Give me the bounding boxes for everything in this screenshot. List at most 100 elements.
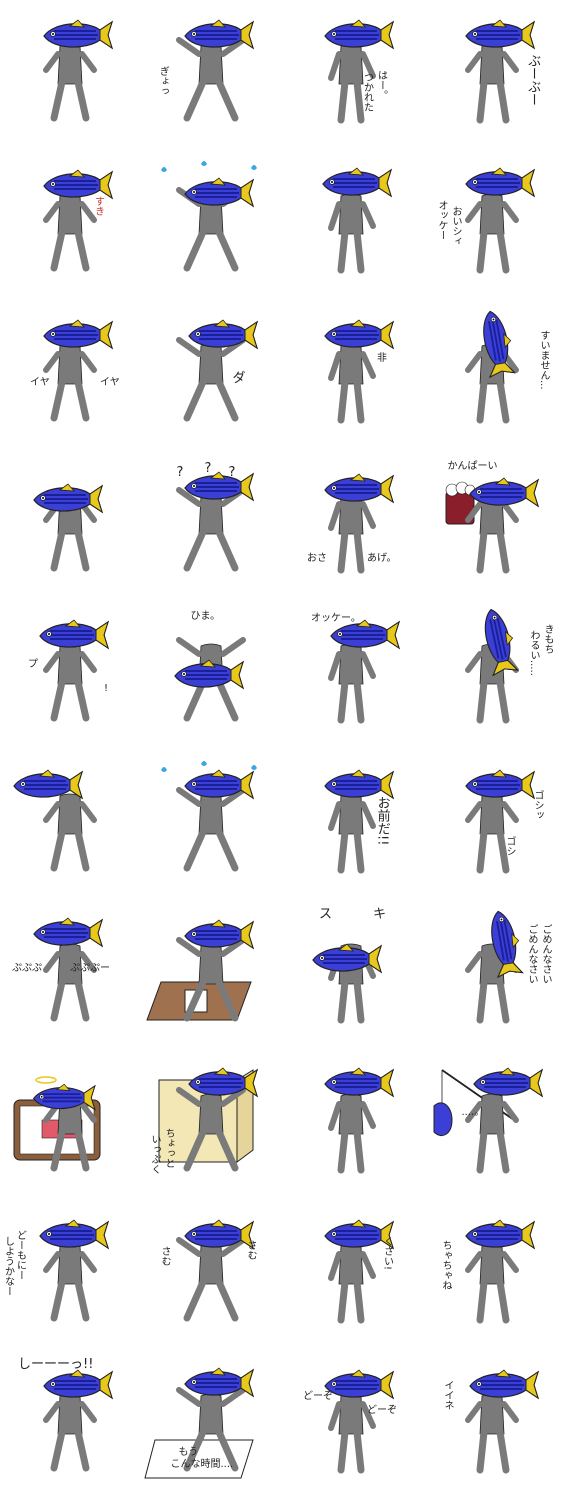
sticker-art (145, 919, 254, 1022)
person-figure (175, 1387, 246, 1472)
sticker-caption: イヤ (100, 377, 120, 388)
sticker-art (312, 943, 383, 1024)
fish-head (324, 319, 395, 350)
sticker-caption: ぷぷぷー (70, 963, 110, 974)
sticker-art (175, 19, 254, 122)
sticker-caption: わるい..... (528, 630, 539, 676)
sticker-caption: かんぱーい (447, 461, 498, 472)
sticker-11: 非 (281, 300, 422, 450)
sticker-caption: ちょっと (163, 1128, 174, 1168)
sticker-5: すき (0, 150, 141, 300)
sticker-art (464, 1219, 535, 1324)
sticker-art (324, 1067, 395, 1174)
sticker-art (324, 473, 395, 574)
person-figure (175, 487, 246, 572)
sticker-art (464, 310, 519, 424)
person-figure (175, 337, 246, 422)
sticker-3: はー。つかれた (281, 0, 422, 150)
sticker-caption: 非 (377, 353, 387, 364)
sticker-28: ごめんなさいごめんなさい (422, 900, 562, 1050)
fish-head (330, 619, 401, 650)
sticker-caption: おいシィ (450, 206, 461, 246)
sticker-caption: ....。 (461, 1107, 485, 1118)
sticker-caption: イイネ (442, 1380, 453, 1410)
fish-head (187, 319, 258, 350)
sticker-caption: ゴシ (504, 836, 515, 856)
person-figure (328, 1393, 376, 1474)
sticker-30: ちょっといっぷく (141, 1050, 282, 1200)
sticker-art (13, 769, 97, 872)
fish-head (464, 19, 535, 50)
sticker-caption: ぶーぶー (525, 54, 541, 106)
sticker-16: かんぱーい (422, 450, 562, 600)
sticker-38: もうこんな時間.... (141, 1350, 282, 1500)
fish-head (183, 177, 254, 208)
fish-head (324, 1369, 395, 1400)
fish-head (39, 619, 110, 650)
fish-head (43, 19, 114, 50)
sticker-caption: いっぷく (149, 1134, 160, 1174)
fish-head (468, 477, 539, 508)
fish-head (183, 1219, 254, 1250)
sticker-35: くさい! (281, 1200, 422, 1350)
sticker-art (13, 1076, 101, 1172)
sticker-26 (141, 900, 282, 1050)
sticker-39: どーぞどーぞ (281, 1350, 422, 1500)
person-figure (43, 1393, 97, 1472)
person-figure (328, 643, 376, 724)
sticker-caption: しーーーっ!! (18, 1357, 94, 1372)
sticker-caption: ダ (232, 371, 246, 386)
sticker-caption: どーもにー (14, 1230, 26, 1280)
fish-head (32, 1083, 96, 1111)
sticker-25: ぷぷぷぷぷぷー (0, 900, 141, 1050)
fish-head (482, 310, 516, 379)
sticker-caption: どーぞ (303, 1391, 333, 1402)
sticker-art (160, 761, 257, 872)
sticker-23: お前だ!! (281, 750, 422, 900)
person-figure (328, 43, 376, 124)
person-figure (464, 343, 519, 424)
sticker-art (464, 19, 535, 124)
person-figure (43, 793, 97, 872)
fish-head (484, 608, 519, 677)
person-figure (464, 793, 519, 874)
sticker-caption: さむ (245, 1240, 256, 1260)
person-figure (175, 787, 246, 872)
fish-head (183, 19, 254, 50)
sticker-caption: ちゃちゃね (440, 1240, 451, 1290)
sweat-drops-icon (160, 161, 257, 172)
sticker-caption: ごめんなさい (526, 924, 537, 984)
sticker-art (158, 1067, 258, 1172)
sticker-caption: もう (178, 1447, 199, 1458)
sticker-caption: おさ (307, 553, 327, 564)
sticker-21 (0, 750, 141, 900)
fish-head (468, 1369, 539, 1400)
sticker-caption: オッケー (436, 200, 447, 240)
fish-head (322, 167, 393, 198)
sticker-24: ゴシッゴシ (422, 750, 562, 900)
person-figure (464, 1093, 519, 1174)
sticker-32: ....。 (422, 1050, 562, 1200)
sticker-art (39, 1219, 110, 1322)
fish-head (33, 483, 104, 514)
sticker-36: ちゃちゃね (422, 1200, 562, 1350)
sticker-art (464, 1369, 539, 1474)
sticker-art (43, 319, 114, 422)
sticker-caption: きもち (542, 624, 553, 654)
sticker-2: ぎょっ (141, 0, 282, 150)
sticker-caption: しようかなー (2, 1236, 14, 1296)
fish-head (43, 1369, 114, 1400)
sticker-caption: つかれた (361, 72, 373, 112)
sticker-caption: ス (319, 907, 333, 922)
sticker-1 (0, 0, 141, 150)
sticker-10: ダ (141, 300, 282, 450)
sticker-art (43, 1369, 114, 1472)
sticker-caption: さむ (159, 1246, 170, 1266)
sticker-9: イヤイヤ (0, 300, 141, 450)
sticker-art (173, 637, 246, 722)
sticker-caption: ひま。 (190, 611, 221, 622)
sticker-art (324, 19, 395, 124)
fish-head (13, 769, 84, 800)
sticker-caption: はー。 (375, 70, 387, 100)
